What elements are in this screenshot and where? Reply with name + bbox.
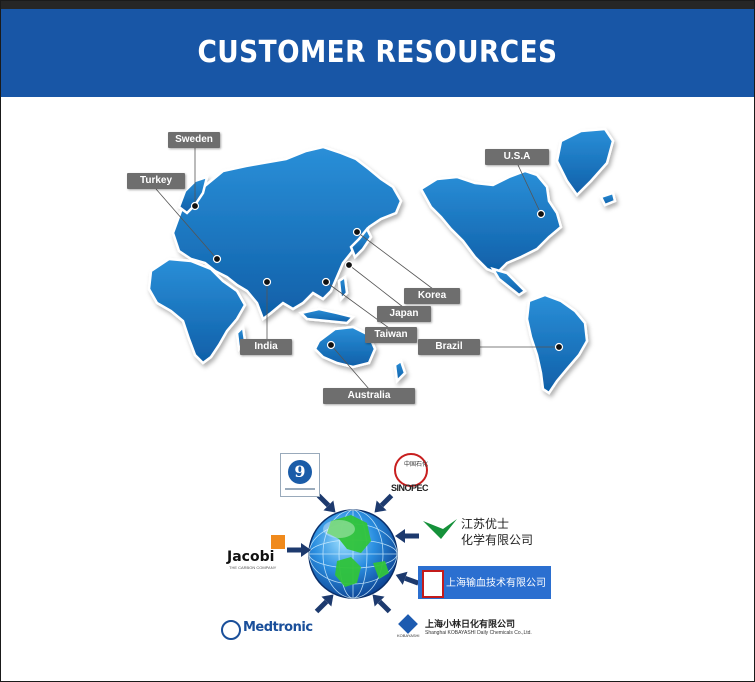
shanghai-shuxue-logo: 上海输血技术有限公司 xyxy=(418,566,551,599)
medtronic-mark-icon xyxy=(221,620,241,640)
header-banner: CUSTOMER RESOURCES xyxy=(1,9,754,97)
arrow-bottom-right xyxy=(372,594,392,614)
usa-line xyxy=(517,164,542,215)
turkey-line xyxy=(155,188,218,260)
jacobi-logo: Jacobi THE CARBON COMPANY xyxy=(227,535,291,570)
sinopec-text: SINOPEC xyxy=(391,483,429,493)
usa-dot xyxy=(536,209,546,219)
korea-dot xyxy=(352,227,362,237)
korea-line xyxy=(356,231,434,290)
arrow-left xyxy=(287,543,311,557)
globe-graphic xyxy=(308,509,398,599)
jacobi-cube-icon xyxy=(271,535,285,549)
jacobi-name: Jacobi xyxy=(227,549,275,565)
jiangsu-youshi-logo: 江苏优士 化学有限公司 xyxy=(421,513,541,547)
continents xyxy=(147,127,617,395)
shuxue-mark-icon xyxy=(422,570,444,598)
shuxue-cn: 上海输血技术有限公司 xyxy=(446,578,546,589)
new-zealand-shape xyxy=(393,359,407,384)
arrow-bottom-left xyxy=(314,594,334,614)
australia-dot xyxy=(326,340,336,350)
indonesia-shape xyxy=(298,307,356,325)
philippines-shape xyxy=(337,274,349,302)
label-turkey: Turkey xyxy=(127,173,185,189)
central-america-shape xyxy=(490,266,527,297)
label-sweden: Sweden xyxy=(168,132,220,148)
label-brazil: Brazil xyxy=(418,339,480,355)
australia-shape xyxy=(313,325,377,369)
africa-shape xyxy=(147,257,247,365)
medtronic-name: Medtronic xyxy=(243,620,313,635)
youshi-line1: 江苏优士 xyxy=(461,517,510,531)
sinopec-logo: 中国石化 SINOPEC xyxy=(391,453,431,497)
arrow-right-lower xyxy=(395,571,420,586)
customer-mark-icon: 9 xyxy=(288,460,312,484)
japan-dot xyxy=(344,260,354,270)
scandinavia-shape xyxy=(177,175,209,215)
label-korea: Korea xyxy=(404,288,460,304)
australia-line xyxy=(330,344,370,390)
kobayashi-logo: KOBAYASHI 上海小林日化有限公司 Shanghai KOBAYASHI … xyxy=(397,614,533,641)
greenland-shape xyxy=(555,127,615,197)
label-taiwan: Taiwan xyxy=(365,327,417,343)
india-dot xyxy=(262,277,272,287)
sweden-dot xyxy=(190,201,200,211)
japan-shape xyxy=(349,226,373,260)
arrow-right xyxy=(395,529,419,543)
page-title: CUSTOMER RESOURCES xyxy=(197,35,558,70)
brazil-dot xyxy=(554,342,564,352)
kobayashi-mark-icon xyxy=(398,614,418,634)
top-strip xyxy=(1,1,754,9)
kobayashi-en: Shanghai KOBAYASHI Daily Chemicals Co.,L… xyxy=(425,630,532,636)
label-japan: Japan xyxy=(377,306,431,322)
label-australia: Australia xyxy=(323,388,415,404)
taiwan-dot xyxy=(321,277,331,287)
sinopec-cn: 中国石化 xyxy=(404,462,429,468)
iceland-shape xyxy=(599,191,617,207)
arrow-top-left xyxy=(316,493,336,513)
label-usa: U.S.A xyxy=(485,149,549,165)
jacobi-tagline: THE CARBON COMPANY xyxy=(229,565,277,570)
japan-line xyxy=(348,264,404,308)
youshi-line2: 化学有限公司 xyxy=(461,533,534,547)
kobayashi-mark-text: KOBAYASHI xyxy=(397,633,420,638)
location-dots xyxy=(190,201,564,352)
medtronic-logo: Medtronic xyxy=(221,618,317,640)
top-left-customer-logo: 9 xyxy=(280,453,320,497)
label-india: India xyxy=(240,339,292,355)
kobayashi-cn: 上海小林日化有限公司 xyxy=(425,619,516,629)
arrow-top-right xyxy=(374,493,394,513)
north-america-shape xyxy=(419,169,563,275)
arrows xyxy=(287,493,420,614)
youshi-leaf-icon xyxy=(421,517,459,543)
turkey-dot xyxy=(212,254,222,264)
